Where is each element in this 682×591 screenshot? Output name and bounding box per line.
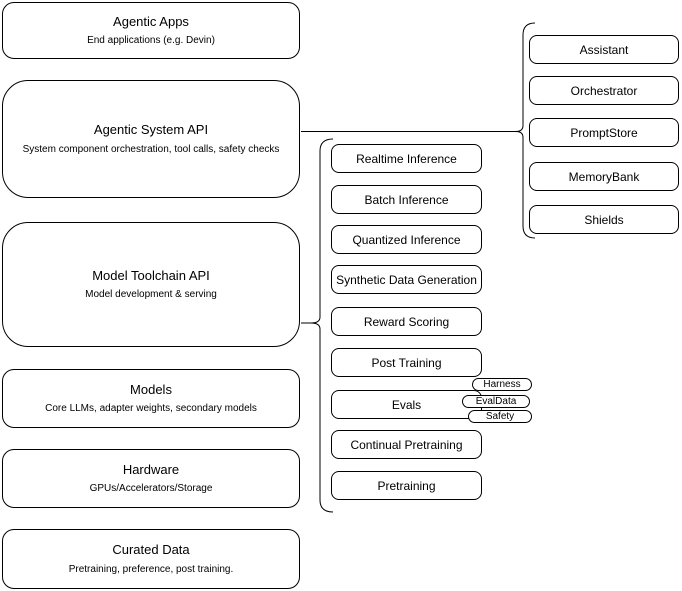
node-synthetic-data-generation: Synthetic Data Generation	[331, 265, 482, 294]
node-subtitle: End applications (e.g. Devin)	[87, 35, 215, 47]
system-components-brace	[515, 22, 536, 239]
node-label: Quantized Inference	[352, 232, 461, 247]
node-memorybank: MemoryBank	[529, 162, 679, 191]
node-label: Synthetic Data Generation	[336, 272, 477, 287]
node-label: Batch Inference	[364, 192, 449, 207]
node-label: Pretraining	[377, 478, 436, 493]
node-orchestrator: Orchestrator	[529, 76, 679, 105]
node-realtime-inference: Realtime Inference	[331, 144, 482, 173]
node-label: Shields	[584, 212, 624, 227]
node-agentic-apps: Agentic Apps End applications (e.g. Devi…	[2, 2, 300, 59]
node-continual-pretraining: Continual Pretraining	[331, 430, 482, 459]
node-quantized-inference: Quantized Inference	[331, 225, 482, 254]
node-title: Agentic System API	[93, 122, 209, 138]
tag-label: Safety	[485, 410, 515, 422]
node-label: Reward Scoring	[363, 314, 450, 329]
node-batch-inference: Batch Inference	[331, 185, 482, 214]
node-assistant: Assistant	[529, 35, 679, 64]
node-reward-scoring: Reward Scoring	[331, 307, 482, 336]
node-subtitle: Model development & serving	[85, 289, 217, 301]
node-promptstore: PromptStore	[529, 118, 679, 147]
node-label: Continual Pretraining	[350, 437, 463, 452]
node-label: Evals	[391, 397, 422, 412]
node-curated-data: Curated Data Pretraining, preference, po…	[2, 529, 300, 589]
tag-safety: Safety	[468, 410, 532, 423]
node-title: Agentic Apps	[113, 13, 189, 29]
node-subtitle: GPUs/Accelerators/Storage	[89, 483, 213, 495]
node-shields: Shields	[529, 205, 679, 234]
node-title: Model Toolchain API	[92, 267, 210, 283]
node-label: Orchestrator	[570, 83, 638, 98]
node-evals: Evals	[331, 390, 482, 419]
node-title: Hardware	[122, 461, 180, 477]
tag-evaldata: EvalData	[462, 395, 530, 408]
node-agentic-system-api: Agentic System API System component orch…	[2, 80, 300, 198]
node-label: Realtime Inference	[356, 151, 457, 166]
tag-label: EvalData	[475, 395, 517, 407]
node-label: MemoryBank	[568, 169, 640, 184]
node-label: Assistant	[579, 42, 629, 57]
node-subtitle: Pretraining, preference, post training.	[68, 563, 234, 575]
node-subtitle: Core LLMs, adapter weights, secondary mo…	[45, 403, 257, 415]
tag-harness: Harness	[472, 378, 532, 391]
node-title: Models	[130, 381, 172, 397]
node-pretraining: Pretraining	[331, 471, 482, 500]
node-model-toolchain-api: Model Toolchain API Model development & …	[2, 222, 300, 347]
node-models: Models Core LLMs, adapter weights, secon…	[2, 369, 300, 428]
node-title: Curated Data	[112, 542, 190, 558]
tag-label: Harness	[483, 378, 521, 390]
node-subtitle: System component orchestration, tool cal…	[22, 143, 280, 155]
node-post-training: Post Training	[331, 348, 482, 377]
node-label: Post Training	[371, 355, 442, 370]
node-hardware: Hardware GPUs/Accelerators/Storage	[2, 449, 300, 508]
node-label: PromptStore	[570, 125, 638, 140]
toolchain-components-brace	[310, 138, 334, 513]
